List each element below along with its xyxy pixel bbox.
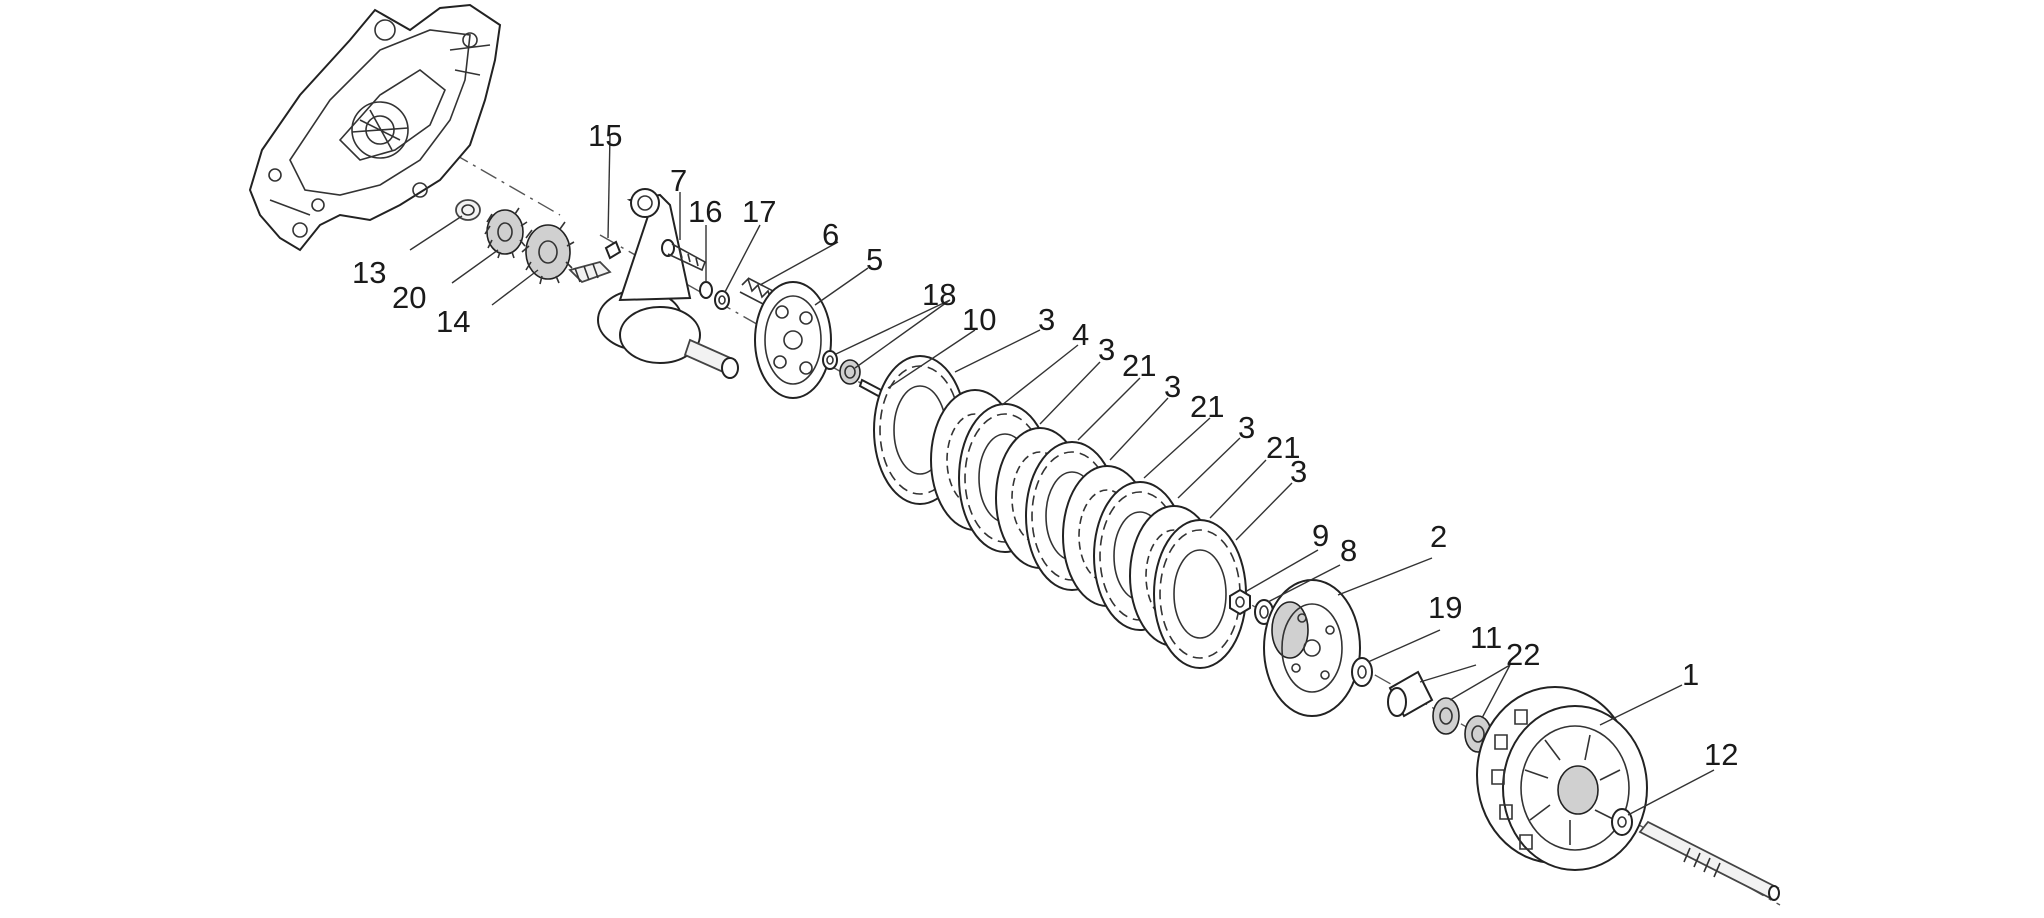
- part-12-washer: [1611, 808, 1633, 836]
- crankshaft: [568, 188, 739, 379]
- label-18: 18: [922, 277, 956, 312]
- part-7-bolt: [661, 239, 706, 272]
- label-21c: 21: [1266, 430, 1300, 465]
- crankcase-cover: [248, 3, 502, 252]
- label-1: 1: [1682, 657, 1699, 692]
- part-11-bushing: [1387, 670, 1434, 718]
- label-19: 19: [1428, 590, 1462, 625]
- label-21b: 21: [1190, 389, 1224, 424]
- label-10: 10: [962, 302, 996, 337]
- clutch-plate-stack: [873, 355, 1247, 669]
- part-18-bearing: [839, 359, 861, 385]
- part-14-gear: [521, 221, 575, 285]
- part-19-washer: [1351, 657, 1373, 687]
- label-22: 22: [1506, 637, 1540, 672]
- label-4: 4: [1072, 317, 1089, 352]
- label-3a: 3: [1038, 302, 1055, 337]
- label-21a: 21: [1122, 348, 1156, 383]
- part-5-pressure-plate: [754, 281, 832, 399]
- label-7: 7: [670, 163, 687, 198]
- label-3e: 3: [1290, 454, 1307, 489]
- label-15: 15: [588, 118, 622, 153]
- leader-lines: [409, 134, 1715, 816]
- label-8: 8: [1340, 533, 1357, 568]
- part-20-gear: [484, 207, 528, 259]
- label-13: 13: [352, 255, 386, 290]
- label-16: 16: [688, 194, 722, 229]
- friction-plate-5: [1153, 519, 1247, 669]
- label-3d: 3: [1238, 410, 1255, 445]
- label-14: 14: [436, 304, 470, 339]
- label-5: 5: [866, 242, 883, 277]
- label-2: 2: [1430, 519, 1447, 554]
- part-1-clutch-basket: [1476, 686, 1648, 871]
- label-20: 20: [392, 280, 426, 315]
- label-12: 12: [1704, 737, 1738, 772]
- part-18-washer: [822, 350, 838, 370]
- label-11: 11: [1470, 620, 1502, 655]
- label-17: 17: [742, 194, 776, 229]
- label-9: 9: [1312, 518, 1329, 553]
- part-16-washer: [699, 281, 713, 299]
- part-15-key: [604, 240, 622, 260]
- part-17-washer: [714, 290, 730, 310]
- part-9-nut: [1229, 588, 1251, 616]
- label-3b: 3: [1098, 332, 1115, 367]
- label-3c: 3: [1164, 369, 1181, 404]
- part-labels: 15 7 16 17 6 5 18 10 3 4 3 21 3 21 3 21 …: [352, 118, 1738, 772]
- primary-shaft: [1638, 820, 1780, 901]
- part-13-bush: [455, 199, 481, 221]
- part-22-bearing-a: [1432, 697, 1460, 735]
- part-2-clutch-hub: [1263, 579, 1361, 717]
- label-6: 6: [822, 217, 839, 252]
